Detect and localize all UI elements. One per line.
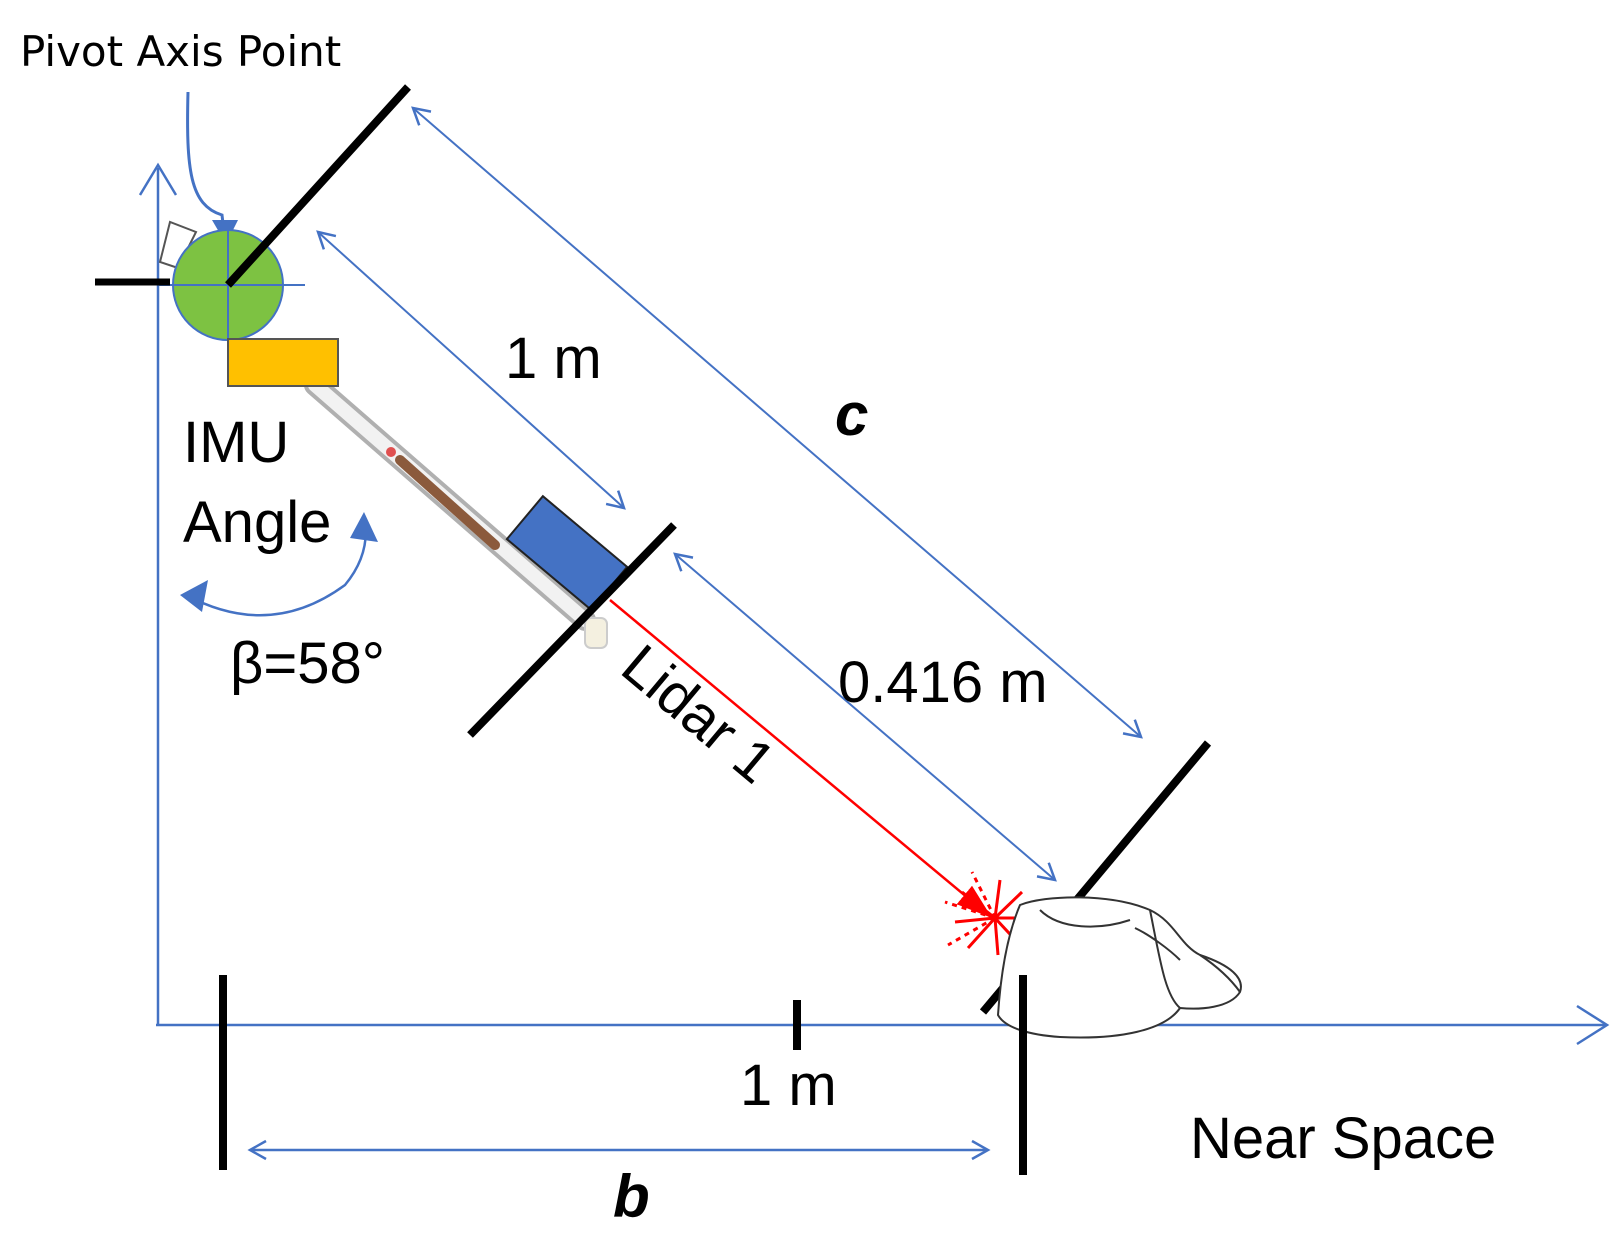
angle-arc-arrowhead-right <box>350 512 378 542</box>
axes <box>138 162 1610 1046</box>
dim-0416-diagonal <box>673 552 1057 882</box>
beta-label: β=58° <box>230 631 385 696</box>
rod-grip <box>395 455 500 550</box>
angle-label: Angle <box>183 490 331 555</box>
distance-0416-label: 0.416 m <box>838 650 1048 715</box>
pivot-axis-point-label: Pivot Axis Point <box>20 27 341 76</box>
b-label: b <box>613 1163 650 1230</box>
x-axis-arrowhead <box>1576 1004 1610 1046</box>
angle-arc-arrowhead-left <box>180 580 208 612</box>
rod-tip <box>584 617 608 649</box>
marker-top <box>225 84 411 288</box>
near-space-label: Near Space <box>1190 1106 1496 1171</box>
one-m-axis-label: 1 m <box>740 1053 837 1118</box>
lidar-label: Lidar 1 <box>610 632 788 796</box>
y-axis-arrowhead <box>138 162 178 196</box>
angle-arc <box>185 519 367 617</box>
c-label: c <box>835 381 868 448</box>
imu-block-icon <box>227 338 339 387</box>
one-m-diagonal-label: 1 m <box>505 326 602 391</box>
pivot-pointer-arrow <box>186 91 226 233</box>
imu-label: IMU <box>183 410 289 475</box>
shoe-object-icon <box>996 896 1242 1039</box>
rod-marker <box>386 447 396 457</box>
